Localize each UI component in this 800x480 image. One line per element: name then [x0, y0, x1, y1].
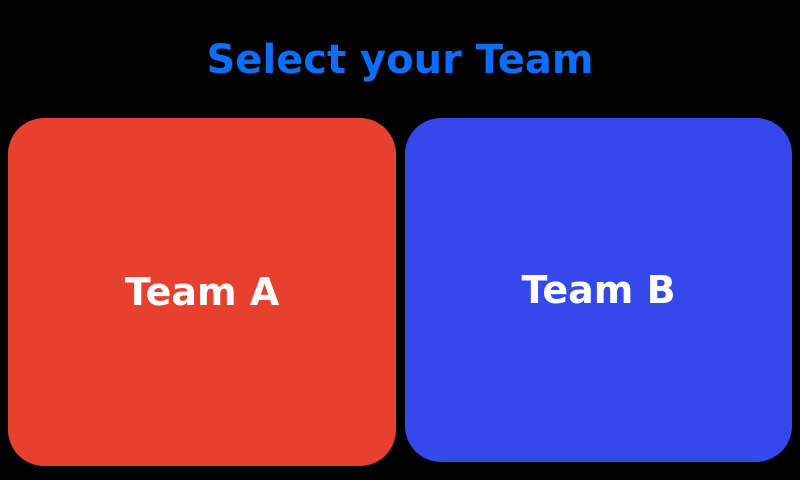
team-card-label-team-b: Team B [521, 268, 676, 312]
team-card-label-team-a: Team A [124, 270, 280, 314]
team-card-team-a[interactable]: Team A [8, 118, 396, 466]
page-title: Select your Team [206, 37, 594, 83]
team-card-team-b[interactable]: Team B [405, 118, 792, 462]
